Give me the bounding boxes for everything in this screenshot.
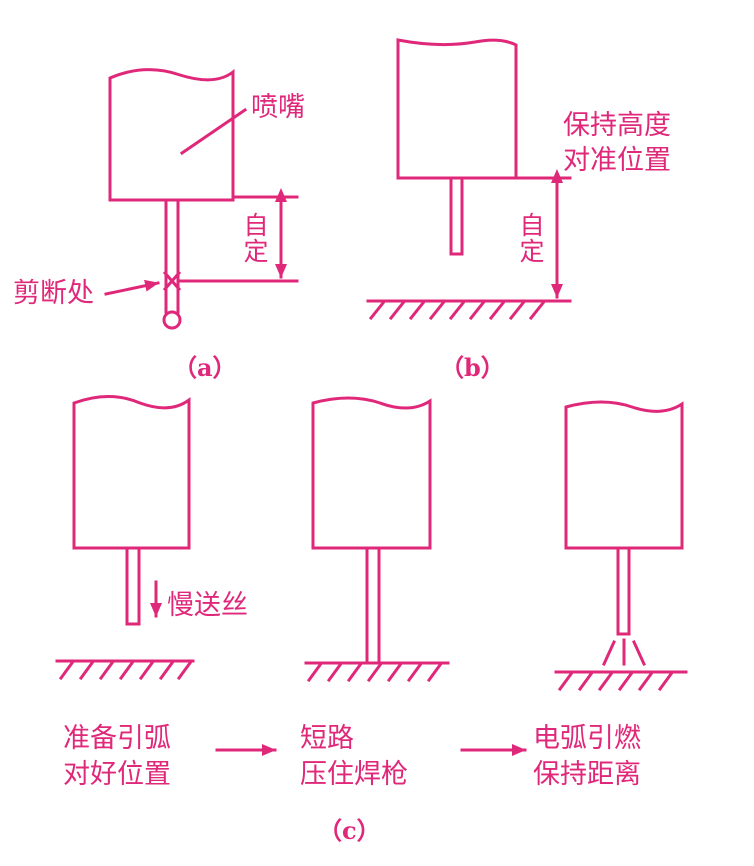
nozzle-c2	[311, 396, 432, 550]
wire-b	[449, 176, 464, 256]
panel-c-step2-drawing	[304, 396, 450, 683]
note-line1: 保持高度	[563, 110, 671, 141]
nozzle-label: 喷嘴	[251, 92, 305, 123]
panel-a-drawing	[104, 68, 299, 330]
caption-c: （c）	[318, 816, 381, 845]
note-line2: 对准位置	[563, 145, 671, 176]
caption-b: （b）	[440, 353, 505, 382]
cut-mark	[162, 270, 182, 292]
step2-line1: 短路	[300, 723, 354, 754]
arc-spark	[602, 638, 646, 666]
cut-pointer-arrow	[104, 279, 160, 296]
wire-c3	[616, 546, 631, 636]
cut-label: 剪断处	[13, 278, 94, 309]
panel-c-step1-drawing	[55, 395, 195, 681]
wire-c1	[125, 546, 141, 626]
nozzle-c3	[564, 400, 684, 550]
step3-line2: 保持距离	[533, 759, 641, 790]
nozzle-leader-line	[179, 107, 248, 156]
ground-hatch-c2	[306, 662, 443, 683]
panel-b-drawing	[366, 38, 572, 321]
ground-hatch-b	[368, 300, 546, 321]
nozzle-a	[108, 68, 235, 202]
nozzle-c1	[72, 395, 191, 550]
step2-line2: 压住焊枪	[300, 759, 408, 790]
ground-hatch-c1	[58, 660, 193, 681]
ground-hatch-c3	[557, 671, 674, 692]
nozzle-b	[396, 38, 518, 180]
step1-line1: 准备引弧	[63, 723, 171, 754]
step3-line1: 电弧引燃	[533, 723, 641, 754]
wire-a	[164, 198, 180, 314]
panel-c-step3-drawing	[554, 400, 688, 692]
feed-label: 慢送丝	[167, 590, 248, 621]
caption-a: （a）	[173, 353, 237, 382]
step1-line2: 对好位置	[63, 759, 171, 790]
wire-ball-a	[162, 310, 182, 330]
wire-c2	[365, 546, 381, 664]
height-label-a: 自定	[243, 211, 269, 266]
height-label-b: 自定	[519, 211, 545, 266]
